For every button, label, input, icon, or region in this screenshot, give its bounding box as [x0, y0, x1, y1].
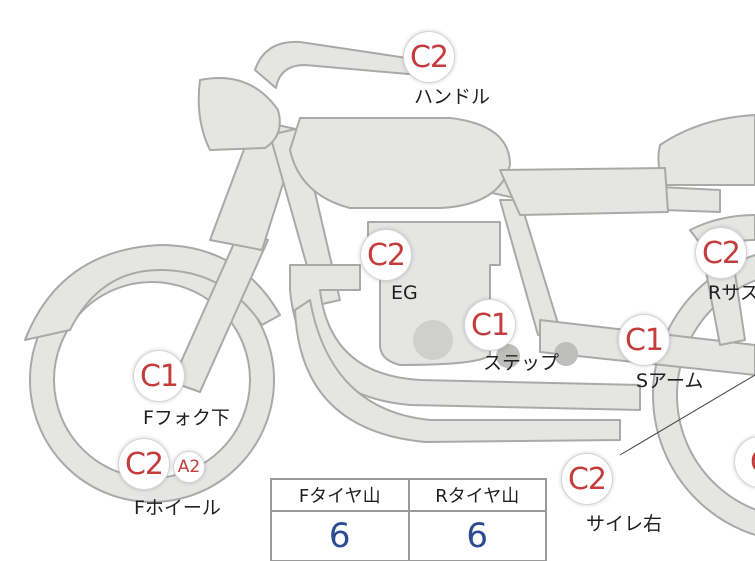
tire-tread-table: Fタイヤ山 Rタイヤ山 6 6: [270, 478, 547, 561]
front-fender: [24, 244, 281, 341]
front-wheel-label: Fホイール: [134, 497, 221, 519]
front-fork-lower-label: Fフォク下: [143, 407, 230, 429]
handle-label: ハンドル: [414, 86, 491, 108]
rear-suspension-grade-badge: C2: [696, 228, 746, 278]
front-fork: [171, 229, 269, 393]
headlight: [197, 77, 281, 151]
step-grade-badge: C1: [465, 300, 515, 350]
step-label: ステップ: [483, 352, 560, 374]
seat: [657, 114, 755, 186]
handlebar: [254, 40, 421, 89]
handle-grade-badge: C2: [404, 32, 454, 82]
front-wheel-secondary-grade-badge: A2: [174, 452, 204, 482]
silencer-right-grade-badge: C2: [562, 454, 612, 504]
swing-arm-label: Sアーム: [636, 370, 704, 392]
fuel-tank: [289, 117, 511, 209]
frame: [269, 127, 341, 306]
silencer-right-label: サイレ右: [586, 513, 663, 535]
engine-label: EG: [391, 282, 418, 304]
front-tire-tread-header: Fタイヤ山: [270, 478, 410, 512]
front-tire-tread-value: 6: [270, 510, 410, 561]
step-peg: [496, 344, 520, 368]
front-fork-lower-grade-badge: C1: [134, 351, 184, 401]
rear-suspension-label: Rサス: [708, 282, 755, 304]
rear-tire-tread-value: 6: [407, 510, 547, 561]
rear-tire-tread-header: Rタイヤ山: [407, 478, 547, 512]
rear-wheel-grade-badge: C: [735, 437, 755, 487]
front-wheel-grade-badge: C2: [119, 439, 169, 489]
engine-grade-badge: C2: [361, 230, 411, 280]
swing-arm-grade-badge: C1: [619, 315, 669, 365]
